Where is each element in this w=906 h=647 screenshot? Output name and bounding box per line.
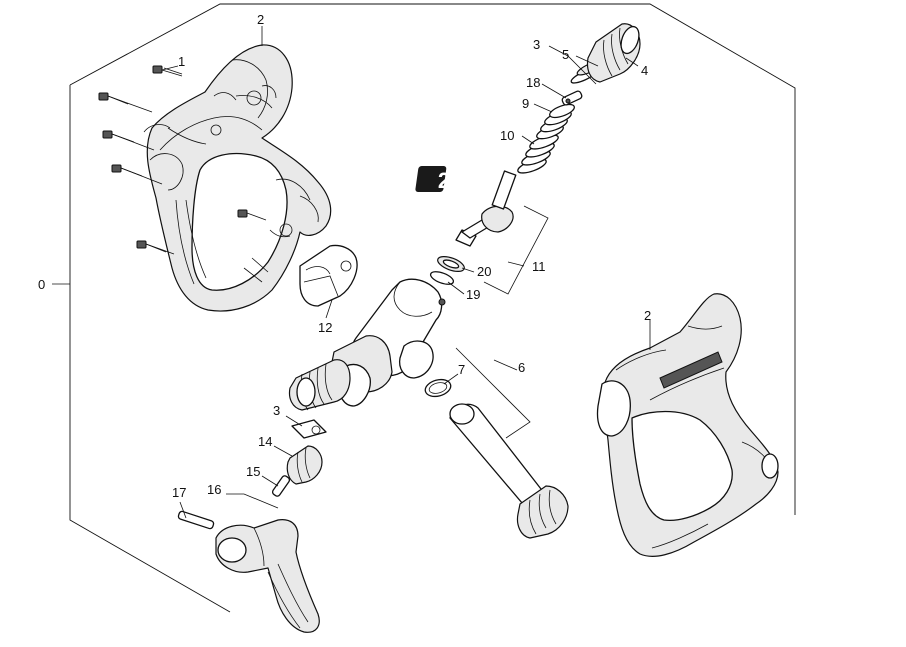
label-18: 18 <box>526 75 540 90</box>
handle-shell-left <box>143 44 332 312</box>
upper-seal-stack <box>570 23 641 84</box>
clip-part <box>299 244 358 307</box>
oring-7 <box>424 378 452 398</box>
handle-shell-right <box>596 293 779 557</box>
part-labels: 0 1 2 3 5 4 18 9 10 20 11 19 12 2 6 7 3 … <box>38 12 651 500</box>
label-12: 12 <box>318 320 332 335</box>
spring-9 <box>536 103 575 140</box>
label-9: 9 <box>522 96 529 111</box>
view-badge: 2 <box>415 166 450 193</box>
nut-14 <box>286 445 323 485</box>
label-4: 4 <box>641 63 648 78</box>
oring-20 <box>437 256 465 272</box>
seal-3-lower <box>291 419 327 439</box>
label-5: 5 <box>562 47 569 62</box>
label-20: 20 <box>477 264 491 279</box>
valve-stem-11 <box>455 170 517 247</box>
label-3-bottom: 3 <box>273 403 280 418</box>
label-14: 14 <box>258 434 272 449</box>
label-11: 11 <box>532 259 546 274</box>
label-16: 16 <box>207 482 221 497</box>
label-1: 1 <box>178 54 185 69</box>
label-17: 17 <box>172 485 186 500</box>
leader-lines <box>161 26 651 519</box>
pin-18 <box>561 90 583 106</box>
lance-tube-6 <box>449 403 569 539</box>
label-2-left: 2 <box>257 12 264 27</box>
label-6: 6 <box>518 360 525 375</box>
label-15: 15 <box>246 464 260 479</box>
screw-set <box>98 65 267 253</box>
screw-1 <box>152 65 183 77</box>
pin-17 <box>177 510 215 530</box>
screw-2 <box>98 92 129 105</box>
spring-10 <box>517 134 559 174</box>
label-0: 0 <box>38 277 45 292</box>
label-2-right: 2 <box>644 308 651 323</box>
label-10: 10 <box>500 128 514 143</box>
valve-body <box>288 278 446 411</box>
screw-6 <box>136 240 167 253</box>
assembly-frame <box>69 3 796 613</box>
pin-15 <box>271 475 291 497</box>
ring-19 <box>429 271 455 285</box>
screw-5 <box>237 209 267 221</box>
label-3-top: 3 <box>533 37 540 52</box>
label-7: 7 <box>458 362 465 377</box>
label-19: 19 <box>466 287 480 302</box>
badge-number: 2 <box>438 168 450 193</box>
trigger-16 <box>215 519 320 633</box>
